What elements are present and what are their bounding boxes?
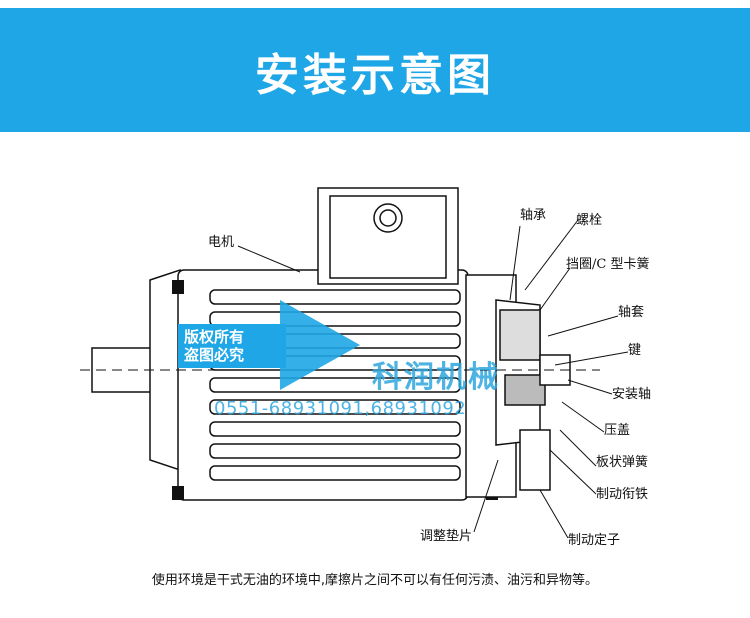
label-motor: 电机 <box>208 235 234 250</box>
watermark-badge-line2: 盗图必究 <box>184 346 245 364</box>
watermark-badge-line1: 版权所有 <box>184 328 245 346</box>
installation-diagram: 电机 轴承 螺栓 挡圈/C 型卡簧 轴套 键 安装轴 压盖 板状弹簧 制动衔铁 … <box>80 187 651 548</box>
label-leaf-spring: 板状弹簧 <box>596 454 648 470</box>
label-shim: 调整垫片 <box>420 528 472 544</box>
watermark-badge: 版权所有 盗图必究 <box>178 324 286 368</box>
play-arrow-icon <box>280 300 360 390</box>
terminal-box <box>317 187 459 285</box>
label-mounting-shaft: 安装轴 <box>612 387 651 402</box>
brake-assembly <box>465 274 571 498</box>
label-sleeve: 轴套 <box>618 304 644 320</box>
cable-gland <box>373 203 403 233</box>
label-bearing: 轴承 <box>520 208 546 223</box>
watermark-brand: 科润机械 <box>372 360 500 395</box>
watermark-phone: 0551-68931091,68931092 <box>214 398 467 419</box>
page-title: 安装示意图 <box>255 50 495 101</box>
header-banner: 安装示意图 <box>0 8 750 132</box>
label-retaining-ring: 挡圈/C 型卡簧 <box>566 256 649 272</box>
label-key: 键 <box>628 343 641 358</box>
label-armature: 制动衔铁 <box>596 487 648 502</box>
label-pressure-cover: 压盖 <box>604 423 630 438</box>
label-bolt: 螺栓 <box>576 213 602 228</box>
usage-note: 使用环境是干式无油的环境中,摩擦片之间不可以有任何污渍、油污和异物等。 <box>151 573 599 588</box>
label-brake-stator: 制动定子 <box>568 533 620 548</box>
